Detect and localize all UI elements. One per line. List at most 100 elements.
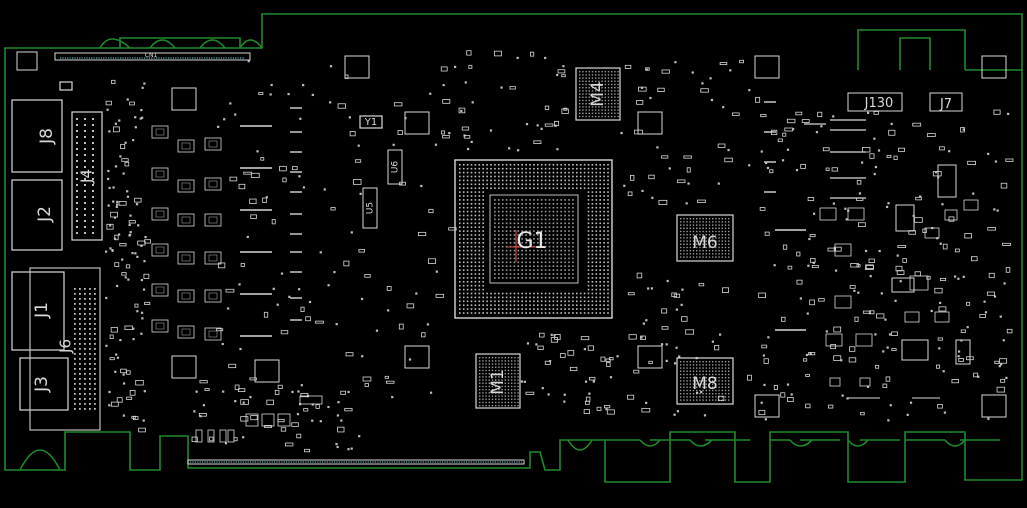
memory-ball <box>696 364 698 366</box>
gpu-ball <box>540 277 543 279</box>
smd-pad <box>805 353 809 357</box>
smd-pad <box>126 190 129 193</box>
gpu-ball <box>599 222 601 225</box>
smd-pad <box>640 86 644 89</box>
gpu-ball <box>525 203 527 205</box>
gpu-ball <box>459 242 461 244</box>
gpu-ball <box>521 230 523 232</box>
gpu-ball <box>462 226 465 228</box>
gpu-ball <box>482 253 484 256</box>
connector-pin <box>89 313 91 315</box>
smd-pad <box>748 164 751 167</box>
smd-pad <box>198 413 207 417</box>
gpu-ball <box>466 273 469 275</box>
memory-ball <box>699 240 701 242</box>
gpu-ball <box>587 257 590 260</box>
gpu-ball <box>482 171 484 174</box>
smd-pad <box>142 419 145 422</box>
gpu-ball <box>560 226 562 228</box>
gpu-ball <box>513 308 516 310</box>
gpu-ball <box>595 195 598 197</box>
gpu-ball <box>533 218 535 221</box>
gpu-ball <box>498 253 500 256</box>
smd-pad <box>627 394 635 400</box>
memory-ball <box>699 227 701 229</box>
memory-ball <box>721 370 723 372</box>
memory-ball <box>683 380 685 382</box>
memory-ball <box>715 380 717 382</box>
memory-ball <box>485 405 487 407</box>
memory-ball <box>507 389 510 391</box>
gpu-ball <box>587 191 590 193</box>
memory-ball <box>617 115 619 118</box>
gpu-ball <box>494 273 496 275</box>
gpu-ball <box>474 238 477 240</box>
gpu-ball <box>576 304 578 306</box>
gpu-ball <box>595 210 598 213</box>
gpu-ball <box>583 187 586 189</box>
smd-pad <box>404 117 407 120</box>
capacitor <box>177 289 195 303</box>
gpu-ball <box>599 296 601 299</box>
connector-pin <box>84 288 86 290</box>
gpu-ball <box>603 238 605 240</box>
memory-ball <box>702 237 704 239</box>
gpu-ball <box>533 312 535 314</box>
gpu-ball <box>529 206 531 209</box>
memory-ball <box>696 253 698 255</box>
memory-ball <box>708 230 711 233</box>
gpu-ball <box>540 171 543 174</box>
smd-pad <box>107 169 110 173</box>
gpu-ball <box>466 261 469 264</box>
memory-ball <box>683 234 685 236</box>
smd-pad <box>129 214 132 217</box>
smd-pad <box>134 126 137 129</box>
memory-ball <box>718 243 720 245</box>
gpu-ball <box>548 167 551 170</box>
small-part <box>195 429 203 443</box>
gpu-ball <box>462 288 465 291</box>
gpu-ball <box>525 242 527 244</box>
memory-ball <box>689 246 691 249</box>
memory-ball <box>511 369 513 372</box>
memory-ball <box>588 96 590 98</box>
gpu-ball <box>556 183 559 186</box>
gpu-ball <box>513 300 516 303</box>
connector-pin <box>84 368 86 370</box>
gpu-ball <box>509 164 512 166</box>
smd-pad <box>873 172 876 176</box>
memory-ball <box>582 71 584 73</box>
gpu-ball <box>525 230 527 232</box>
smd-pad <box>327 405 330 409</box>
gpu-ball <box>544 261 547 264</box>
memory-ball <box>712 224 714 226</box>
smd-pad <box>105 344 108 347</box>
gpu-ball <box>505 175 508 178</box>
smd-pad <box>554 120 559 127</box>
gpu-ball <box>490 179 492 182</box>
gpu-ball <box>482 167 484 170</box>
gpu-ball <box>505 164 508 166</box>
gpu-ball <box>576 312 578 314</box>
connector-pin <box>84 208 86 210</box>
smd-pad <box>958 358 964 362</box>
smd-pad <box>878 249 881 253</box>
memory-ball <box>692 237 695 239</box>
connector-pin <box>74 338 76 340</box>
smd-pad <box>340 419 343 422</box>
gpu-ball <box>478 281 481 283</box>
smd-pad <box>392 143 395 146</box>
smd-pad <box>915 196 922 201</box>
smd-pad <box>818 298 825 302</box>
memory-ball <box>501 389 503 391</box>
smd-pad <box>934 171 938 174</box>
memory-ball <box>686 243 688 245</box>
memory-ball <box>585 83 587 86</box>
smd-pad <box>132 338 135 341</box>
gpu-ball <box>509 308 512 310</box>
gpu-ball <box>568 238 570 240</box>
connector-pin <box>92 166 94 168</box>
memory-ball <box>718 370 720 372</box>
memory-ball <box>715 230 717 233</box>
gpu-ball <box>517 257 520 260</box>
